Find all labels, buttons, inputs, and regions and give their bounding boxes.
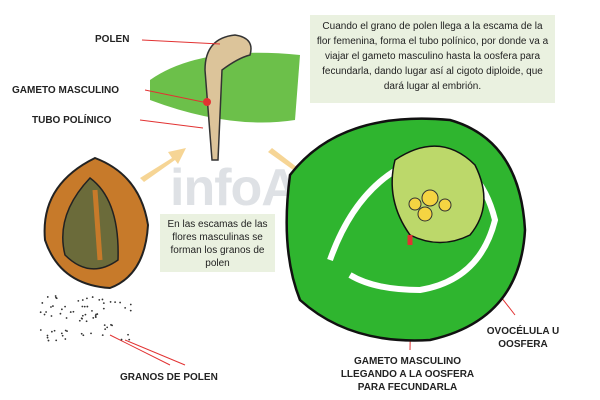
pollen-grain [96, 313, 99, 315]
pollen-grain [103, 324, 106, 327]
pollen-grain [60, 332, 63, 335]
pollen-grain [85, 320, 88, 323]
pollen-grain [101, 298, 104, 301]
pollen-grain [91, 296, 94, 298]
pollen-grain [92, 317, 95, 319]
pollen-grain [104, 328, 107, 331]
pollen-grain [129, 303, 132, 306]
pollen-grain [50, 306, 52, 308]
pollen-tube [204, 34, 252, 161]
pollen-grain [43, 313, 46, 316]
pollen-grain [72, 310, 75, 313]
label-gameto-masculino: GAMETO MASCULINO [12, 85, 120, 96]
pollen-grain [64, 338, 67, 340]
leaf-scale [150, 52, 300, 123]
pollen-grain [50, 330, 53, 333]
pollen-grain [66, 330, 68, 333]
label-polen: POLEN [95, 34, 130, 45]
pollen-grain [55, 339, 58, 342]
pollen-grain [84, 313, 87, 316]
pollen-grain [90, 332, 92, 335]
pollen-grain [65, 317, 68, 319]
pollen-grain [86, 305, 89, 308]
pollen-grain [41, 302, 44, 304]
pollen-grain [46, 334, 49, 337]
pollen-grain [102, 307, 105, 310]
egg-cells [408, 189, 452, 222]
pollen-grain [120, 338, 123, 341]
pollen-grain [69, 311, 72, 313]
pollen-grain [81, 314, 84, 317]
male-description: En las escamas de las flores masculinas … [160, 214, 275, 272]
pollen-grain [83, 305, 86, 308]
pollen-grain [80, 317, 83, 320]
pollen-grain [82, 334, 85, 337]
pollen-grain [64, 305, 66, 308]
ovule [391, 145, 485, 244]
pollen-grain [109, 301, 112, 303]
pollen-grain [39, 329, 42, 331]
pollen-grain [91, 309, 93, 312]
pollen-grain [101, 334, 104, 337]
pollen-grain [114, 301, 117, 304]
pollen-grain [94, 316, 97, 319]
pollen-grain [52, 305, 54, 307]
pollen-grain [64, 329, 67, 332]
pollen-grain [129, 309, 132, 312]
pollen-grain [119, 301, 122, 304]
male-gamete-dot [203, 98, 211, 106]
pollen-grain [81, 299, 84, 301]
pollen-grain [61, 334, 64, 337]
label-gameto-llegando: GAMETO MASCULINO LLEGANDO A LA OOSFERA P… [340, 356, 475, 393]
pollen-grain [124, 307, 127, 309]
pollen-grains [39, 295, 132, 342]
pollen-grain [80, 332, 83, 335]
pollen-grain [53, 329, 56, 332]
pollen-grain [46, 336, 49, 339]
pollen-grain [77, 300, 80, 302]
pollen-grain [60, 308, 63, 311]
label-granos-de-polen: GRANOS DE POLEN [120, 372, 218, 383]
pollen-grain [46, 296, 49, 298]
pollen-grain [127, 333, 129, 336]
pollen-grain [47, 339, 50, 342]
pollen-grain [55, 296, 57, 299]
pollen-grain [102, 302, 105, 305]
pollen-grain [128, 338, 131, 341]
female-description: Cuando el grano de polen llega a la esca… [310, 15, 555, 103]
pollen-grain [78, 319, 81, 322]
pollen-grain [50, 315, 53, 317]
label-ovocelula: OVOCÉLULA U OOSFERA [486, 326, 560, 350]
label-tubo-polinico: TUBO POLÍNICO [32, 115, 112, 126]
pollen-grain [86, 297, 88, 300]
pollen-grain [106, 326, 109, 329]
pollen-grain [39, 311, 42, 314]
pollen-grain [81, 305, 84, 308]
pollen-grain [54, 295, 57, 297]
pollen-grain [110, 323, 112, 326]
pollen-grain [98, 298, 101, 301]
pollen-grain [45, 311, 47, 313]
pollen-grain [59, 312, 62, 315]
